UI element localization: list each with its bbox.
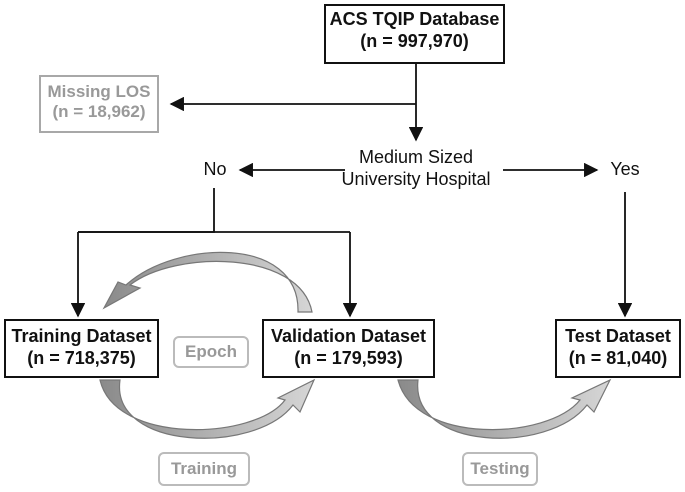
root-box xyxy=(324,4,505,64)
testing-curved-arrow xyxy=(397,378,612,439)
validation-count: (n = 179,593) xyxy=(294,347,403,368)
training-title: Training Dataset xyxy=(11,326,152,346)
validation-node: Validation Dataset (n = 179,593) xyxy=(263,326,434,369)
testing-label: Testing xyxy=(462,452,538,486)
training-curved-arrow xyxy=(99,378,316,439)
root-title: ACS TQIP Database xyxy=(329,9,500,29)
training-box xyxy=(4,319,159,378)
missing-node: Missing LOS (n = 18,962) xyxy=(40,82,158,123)
root-node: ACS TQIP Database (n = 997,970) xyxy=(325,9,504,52)
no-branch-line xyxy=(78,188,215,233)
training-count: (n = 718,375) xyxy=(27,347,136,368)
validation-title: Validation Dataset xyxy=(270,326,427,346)
no-label: No xyxy=(203,159,227,179)
test-count: (n = 81,040) xyxy=(568,347,668,368)
decision-line2: University Hospital xyxy=(341,168,491,189)
test-node: Test Dataset (n = 81,040) xyxy=(556,326,680,369)
decision-node: Medium Sized University Hospital xyxy=(330,147,502,190)
epoch-curved-arrow xyxy=(102,251,313,313)
epoch-label: Epoch xyxy=(173,336,249,368)
test-box xyxy=(555,319,681,378)
missing-box xyxy=(39,75,159,133)
yes-label: Yes xyxy=(610,159,640,179)
missing-count: (n = 18,962) xyxy=(52,102,146,122)
decision-line1: Medium Sized xyxy=(358,147,474,167)
missing-title: Missing LOS xyxy=(47,82,151,101)
training-node: Training Dataset (n = 718,375) xyxy=(5,326,158,369)
root-count: (n = 997,970) xyxy=(360,30,469,51)
training-label: Training xyxy=(158,452,250,486)
test-title: Test Dataset xyxy=(565,326,671,346)
validation-box xyxy=(262,319,435,378)
